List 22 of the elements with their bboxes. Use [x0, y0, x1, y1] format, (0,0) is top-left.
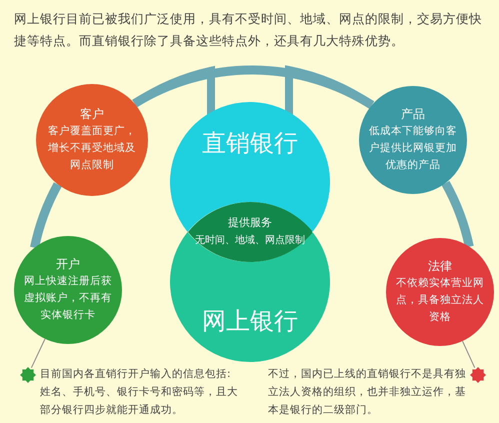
intro-paragraph: 网上银行目前已被我们广泛使用，具有不受时间、地域、网点的限制，交易方便快捷等特点。而直销银行除了具备这些特点外，还具有几大特殊优势。: [14, 10, 483, 50]
connector-stem: [285, 66, 374, 116]
circle-text: 客户覆盖面更广，增长不再受地域及网点限制: [47, 124, 137, 173]
arc-connector: [30, 182, 62, 249]
arc-connector: [132, 66, 374, 110]
circle-title: 网上银行: [201, 306, 299, 336]
circle-heading: 法律: [427, 258, 453, 275]
circle-heading: 客户: [79, 106, 105, 123]
connector-stem: [132, 66, 215, 116]
circle-title: 直销银行: [201, 128, 299, 158]
leader-line: [462, 340, 476, 368]
leader-line: [30, 338, 46, 368]
circle-text: 不依赖实体营业网点，具备独立法人资格: [395, 276, 485, 325]
circle-text: 低成本下能够向客户提供比网银更加优惠的产品: [368, 124, 458, 173]
circle-heading: 开户: [55, 256, 81, 273]
overlap-text: 无时间、地域、网点限制: [194, 234, 305, 248]
note-text: 不过，国内已上线的直销银行不是具有独立法人资格的组织，也并非独立运作，基本是银行的二级部门。: [268, 367, 466, 418]
overlap-heading: 提供服务: [228, 215, 272, 231]
arc-connector: [442, 181, 474, 248]
circle-heading: 产品: [400, 106, 426, 123]
note-text: 目前国内各直销行开户输入的信息包括:姓名、手机号、银行卡号和密码等，且大部分银行四步就能开通成功。: [40, 367, 238, 418]
circle-text: 网上快速注册后获虚拟账户，不再有实体银行卡: [23, 274, 113, 323]
